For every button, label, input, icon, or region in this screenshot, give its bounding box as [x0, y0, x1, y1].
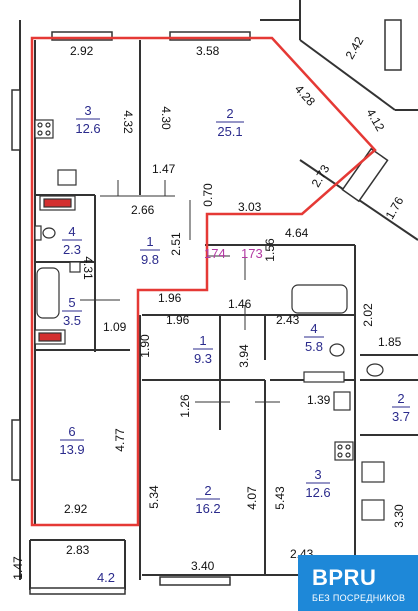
- room-area: 2.3: [63, 242, 81, 257]
- dim-label: 1.47: [152, 162, 176, 176]
- apartment-number: 173: [241, 246, 263, 261]
- room-number: 2: [204, 483, 211, 498]
- room-area: 5.8: [305, 339, 323, 354]
- room-area: 4.2: [97, 570, 115, 585]
- room-area: 3.7: [392, 409, 410, 424]
- room-number: 5: [68, 295, 75, 310]
- dim-label: 1.47: [11, 556, 25, 580]
- room-number: 6: [68, 424, 75, 439]
- dim-label: 2.92: [64, 502, 88, 516]
- dim-label: 1.90: [138, 334, 152, 358]
- dim-label: 4.30: [159, 106, 173, 130]
- dim-label: 3.30: [392, 504, 406, 528]
- room-area: 12.6: [305, 485, 330, 500]
- windows: [11, 19, 402, 595]
- dim-label: 4.07: [245, 486, 259, 510]
- dimension-lines: [80, 180, 280, 403]
- apartment-outline: [30, 36, 377, 527]
- room-area: 13.9: [59, 442, 84, 457]
- fixtures: [34, 119, 385, 521]
- room-area: 12.6: [75, 121, 100, 136]
- dim-label: 2.73: [309, 162, 333, 190]
- dim-label: 5.43: [273, 486, 287, 510]
- badge-tagline: БЕЗ ПОСРЕДНИКОВ: [312, 593, 406, 603]
- dim-label: 4.12: [364, 106, 388, 134]
- room-number: 1: [199, 333, 206, 348]
- dim-label: 1.96: [158, 291, 182, 305]
- room-number: 2: [397, 391, 404, 406]
- dim-label: 1.85: [378, 335, 402, 349]
- dim-label: 3.94: [237, 344, 251, 368]
- room-area: 3.5: [63, 313, 81, 328]
- dim-label: 4.28: [292, 82, 318, 109]
- dim-label: 0.70: [201, 183, 215, 207]
- dim-label: 4.31: [81, 256, 95, 280]
- room-area: 16.2: [195, 501, 220, 516]
- room-number: 3: [84, 103, 91, 118]
- room-area: 9.3: [194, 351, 212, 366]
- dim-label: 4.77: [113, 428, 127, 452]
- dim-label: 2.51: [169, 232, 183, 256]
- room-number: 4: [310, 321, 317, 336]
- dim-label: 3.40: [191, 559, 215, 573]
- dim-label: 1.76: [383, 194, 407, 222]
- dim-label: 4.32: [121, 110, 135, 134]
- room-area: 9.8: [141, 252, 159, 267]
- dim-label: 2.92: [70, 44, 94, 58]
- room-number: 1: [146, 234, 153, 249]
- dim-label: 2.42: [343, 34, 367, 62]
- watermark-badge: BPRU БЕЗ ПОСРЕДНИКОВ: [298, 555, 418, 611]
- dim-label: 3.58: [196, 44, 220, 58]
- dim-label: 1.09: [103, 320, 127, 334]
- dim-label: 1.26: [178, 394, 192, 418]
- dim-label: 1.96: [166, 313, 190, 327]
- room-number: 4: [68, 224, 75, 239]
- dim-label: 1.39: [307, 393, 331, 407]
- dim-label: 3.03: [238, 200, 262, 214]
- dim-label: 5.34: [147, 485, 161, 509]
- room-number: 2: [226, 106, 233, 121]
- room-number: 3: [314, 467, 321, 482]
- dim-label: 2.02: [361, 303, 375, 327]
- dim-label: 2.83: [66, 543, 90, 557]
- badge-logo: BPRU: [312, 565, 377, 590]
- room-area: 25.1: [217, 124, 242, 139]
- apartment-number: 174: [204, 246, 226, 261]
- dim-label: 1.56: [263, 238, 277, 262]
- dim-label: 1.46: [228, 297, 252, 311]
- dim-label: 2.66: [131, 203, 155, 217]
- dim-label: 4.64: [285, 226, 309, 240]
- dim-label: 2.43: [276, 313, 300, 327]
